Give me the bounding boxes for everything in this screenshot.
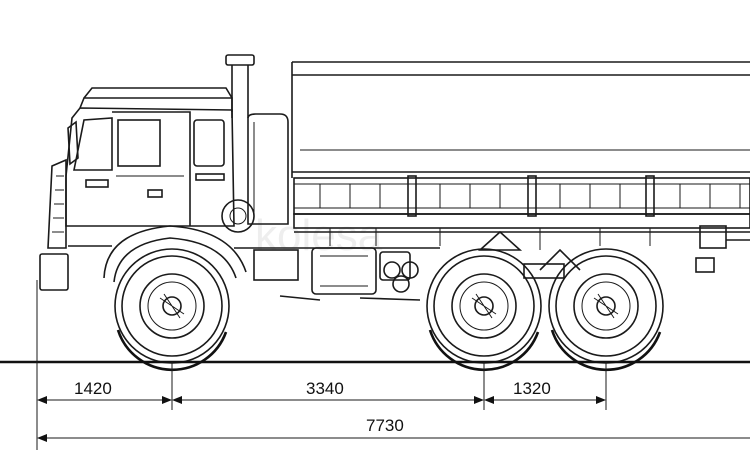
air-filter-housing bbox=[247, 113, 289, 225]
dim-label-overall-length: 7730 bbox=[366, 416, 404, 435]
cab-roof bbox=[79, 97, 233, 112]
side-mirror bbox=[67, 120, 79, 166]
front-wheel bbox=[114, 248, 230, 372]
floor-brackets bbox=[329, 228, 651, 250]
air-tank-1 bbox=[383, 261, 401, 279]
front-grille bbox=[47, 158, 67, 249]
battery-box bbox=[253, 249, 299, 281]
fuel-tank-straps bbox=[320, 255, 368, 287]
side-board bbox=[293, 177, 750, 215]
rear-lamp bbox=[699, 225, 727, 249]
rear-bracket bbox=[695, 257, 715, 273]
cab-door bbox=[112, 111, 191, 226]
grille-slats bbox=[52, 175, 64, 233]
spare-wheel bbox=[221, 199, 255, 233]
board-posts bbox=[407, 175, 655, 217]
cab-step bbox=[195, 173, 225, 181]
air-tank-3 bbox=[392, 275, 410, 293]
air-tank-2 bbox=[401, 261, 419, 279]
cargo-body bbox=[291, 61, 750, 273]
balancer-beam bbox=[523, 263, 565, 279]
dimension-lines: 1420 3340 1320 7730 bbox=[36, 280, 750, 450]
underbody bbox=[234, 230, 581, 301]
front-fender bbox=[103, 225, 247, 283]
dim-label-front-overhang: 1420 bbox=[74, 379, 112, 398]
dim-arrow-overall-length bbox=[37, 434, 47, 442]
body-floor bbox=[293, 213, 750, 229]
cab-roof-visor bbox=[83, 87, 233, 99]
door-handle bbox=[147, 189, 163, 198]
dim-label-wheelbase-rear: 1320 bbox=[513, 379, 551, 398]
cab bbox=[39, 87, 235, 291]
exhaust-stack bbox=[225, 54, 255, 118]
rear-cab-window bbox=[193, 119, 225, 167]
air-receiver bbox=[379, 251, 411, 281]
rear-wheel-1 bbox=[426, 248, 542, 372]
dim-label-wheelbase-front: 3340 bbox=[306, 379, 344, 398]
fuel-tank bbox=[311, 247, 377, 295]
cab-emblem bbox=[85, 179, 109, 188]
door-window bbox=[117, 119, 161, 167]
windshield bbox=[73, 117, 113, 171]
rear-wheel-2 bbox=[548, 248, 664, 372]
board-slats bbox=[319, 184, 741, 208]
front-bumper bbox=[39, 253, 69, 291]
cab-shell bbox=[65, 107, 235, 227]
watermark-text: kolesa bbox=[255, 211, 383, 260]
driveshaft bbox=[279, 295, 421, 301]
